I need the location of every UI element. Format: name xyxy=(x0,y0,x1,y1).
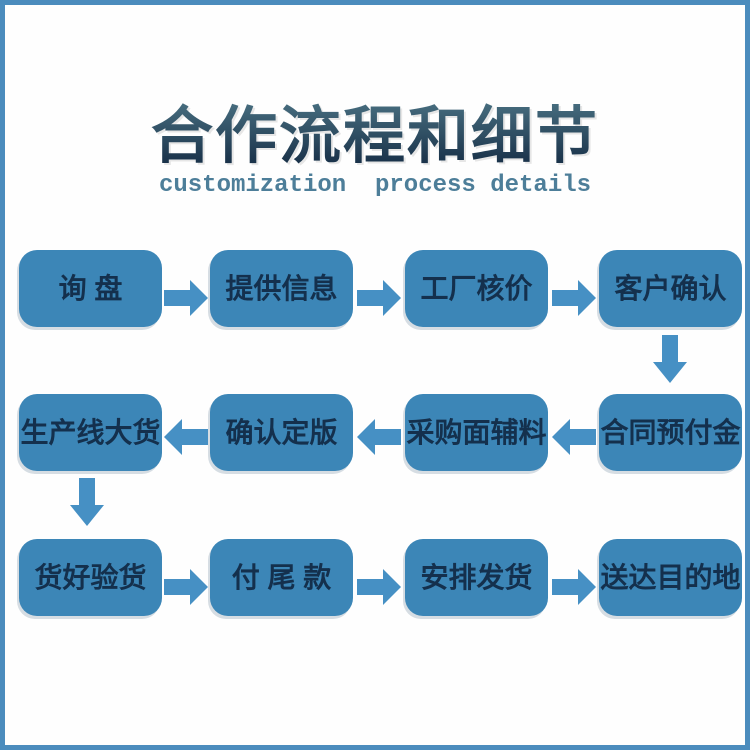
flow-step-delivery-destination: 送达目的地 xyxy=(599,539,742,616)
page-subtitle: customization process details xyxy=(158,172,592,199)
flow-step-pay-balance: 付 尾 款 xyxy=(210,539,353,616)
arrow-right-icon xyxy=(164,569,208,605)
arrow-left-icon xyxy=(164,419,208,455)
flow-step-factory-pricing: 工厂核价 xyxy=(405,250,548,327)
flow-step-contract-deposit: 合同预付金 xyxy=(599,394,742,471)
page-title: 合作流程和细节 xyxy=(5,85,745,175)
arrow-right-icon xyxy=(164,280,208,316)
arrow-right-icon xyxy=(552,280,596,316)
flow-step-confirm-sample: 确认定版 xyxy=(210,394,353,471)
flow-step-arrange-shipment: 安排发货 xyxy=(405,539,548,616)
arrow-down-icon xyxy=(70,478,104,526)
arrow-right-icon xyxy=(357,280,401,316)
flow-step-production-line-bulk: 生产线大货 xyxy=(19,394,162,471)
arrow-left-icon xyxy=(552,419,596,455)
arrow-left-icon xyxy=(357,419,401,455)
flow-step-provide-information: 提供信息 xyxy=(210,250,353,327)
flow-step-goods-inspection: 货好验货 xyxy=(19,539,162,616)
arrow-down-icon xyxy=(653,335,687,383)
flow-step-inquiry: 询 盘 xyxy=(19,250,162,327)
arrow-right-icon xyxy=(357,569,401,605)
arrow-right-icon xyxy=(552,569,596,605)
flow-step-purchase-fabric-accessories: 采购面辅料 xyxy=(405,394,548,471)
flow-step-customer-confirmation: 客户确认 xyxy=(599,250,742,327)
